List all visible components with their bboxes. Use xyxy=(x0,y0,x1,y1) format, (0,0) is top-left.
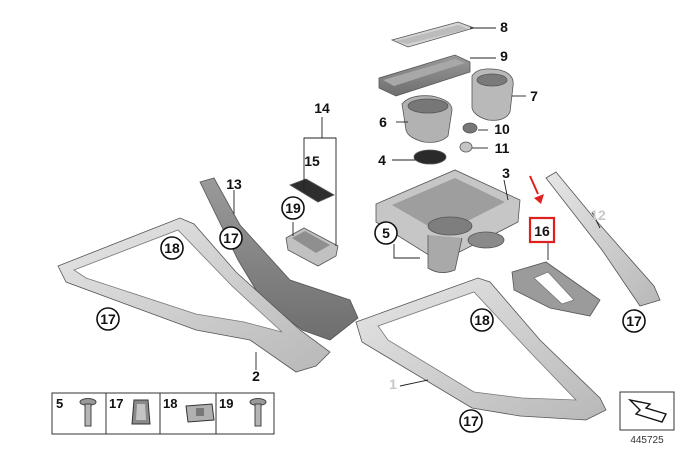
part-12-side-trim xyxy=(545,171,661,307)
drawing-id: 445725 xyxy=(619,391,675,446)
part-10-plug xyxy=(462,122,478,134)
callout-label: 11 xyxy=(495,140,510,156)
part-illustrations xyxy=(57,21,661,421)
nut-18-icon xyxy=(185,403,215,423)
drawing-number: 445725 xyxy=(630,435,664,445)
callout-circle xyxy=(459,409,483,433)
fastener-legend: 5 17 18 19 xyxy=(51,392,275,435)
callout-label: 8 xyxy=(500,19,508,35)
callout-label: 14 xyxy=(314,100,330,116)
screw-5-icon xyxy=(79,398,97,427)
callout-label: 1 xyxy=(389,376,397,392)
screw-19-icon xyxy=(249,398,267,427)
callout-label: 17 xyxy=(626,313,642,329)
callout-label: 17 xyxy=(100,311,116,327)
callout-16-label: 16 xyxy=(534,223,550,239)
callout-14: 14 xyxy=(314,100,330,116)
callout-circle xyxy=(96,307,120,331)
callout-label: 4 xyxy=(378,152,386,168)
callout-17-circled: 17 xyxy=(459,409,483,433)
callout-label: 15 xyxy=(304,153,320,169)
callout-label: 10 xyxy=(494,121,510,137)
callout-17-circled: 17 xyxy=(96,307,120,331)
callout-15: 15 xyxy=(304,153,320,169)
callout-17-circled: 17 xyxy=(219,226,243,250)
callout-2: 2 xyxy=(252,368,260,384)
callout-label: 13 xyxy=(226,176,242,192)
leader-lines xyxy=(233,27,601,387)
part-4-mat xyxy=(413,149,447,165)
callout-circle xyxy=(281,196,305,220)
callout-label: 12 xyxy=(590,207,606,223)
callout-13: 13 xyxy=(226,176,242,192)
callout-label: 5 xyxy=(382,225,390,241)
callout-label: 19 xyxy=(285,200,301,216)
callout-19-circled: 19 xyxy=(281,196,305,220)
callout-circle xyxy=(374,221,398,245)
callout-circle xyxy=(470,308,494,332)
callout-17-circled: 17 xyxy=(622,309,646,333)
callout-label: 6 xyxy=(379,114,387,130)
callout-circle xyxy=(622,309,646,333)
drawing-symbol-icon xyxy=(627,398,667,423)
callout-label: 9 xyxy=(500,48,508,64)
callout-16-highlighted: 16 xyxy=(528,216,556,244)
callout-8: 8 xyxy=(500,19,508,35)
callout-1: 1 xyxy=(389,376,397,392)
legend-label-18: 18 xyxy=(163,396,177,411)
callout-label: 2 xyxy=(252,368,260,384)
callout-12: 12 xyxy=(590,207,606,223)
callout-4: 4 xyxy=(378,152,386,168)
callout-label: 17 xyxy=(223,230,239,246)
callout-18-circled: 18 xyxy=(160,236,184,260)
legend-label-19: 19 xyxy=(219,396,233,411)
callout-7: 7 xyxy=(530,88,538,104)
callout-3: 3 xyxy=(502,165,510,181)
callout-circle xyxy=(160,236,184,260)
callout-18-circled: 18 xyxy=(470,308,494,332)
callout-6: 6 xyxy=(379,114,387,130)
callout-circle xyxy=(219,226,243,250)
part-15-pad xyxy=(289,178,335,203)
legend-label-17: 17 xyxy=(109,396,123,411)
legend-label-5: 5 xyxy=(56,396,63,411)
callout-5-circled: 5 xyxy=(374,221,398,245)
callout-label: 7 xyxy=(530,88,538,104)
part-13-center-panel xyxy=(199,177,359,341)
part-11-clip xyxy=(459,141,473,153)
callout-11: 11 xyxy=(495,140,510,156)
highlight-arrow xyxy=(529,175,544,204)
callout-label: 18 xyxy=(164,240,180,256)
callout-label: 18 xyxy=(474,312,490,328)
callout-10: 10 xyxy=(494,121,510,137)
callout-label: 3 xyxy=(502,165,510,181)
clip-17-icon xyxy=(131,399,151,425)
callout-label: 17 xyxy=(463,413,479,429)
callout-9: 9 xyxy=(500,48,508,64)
